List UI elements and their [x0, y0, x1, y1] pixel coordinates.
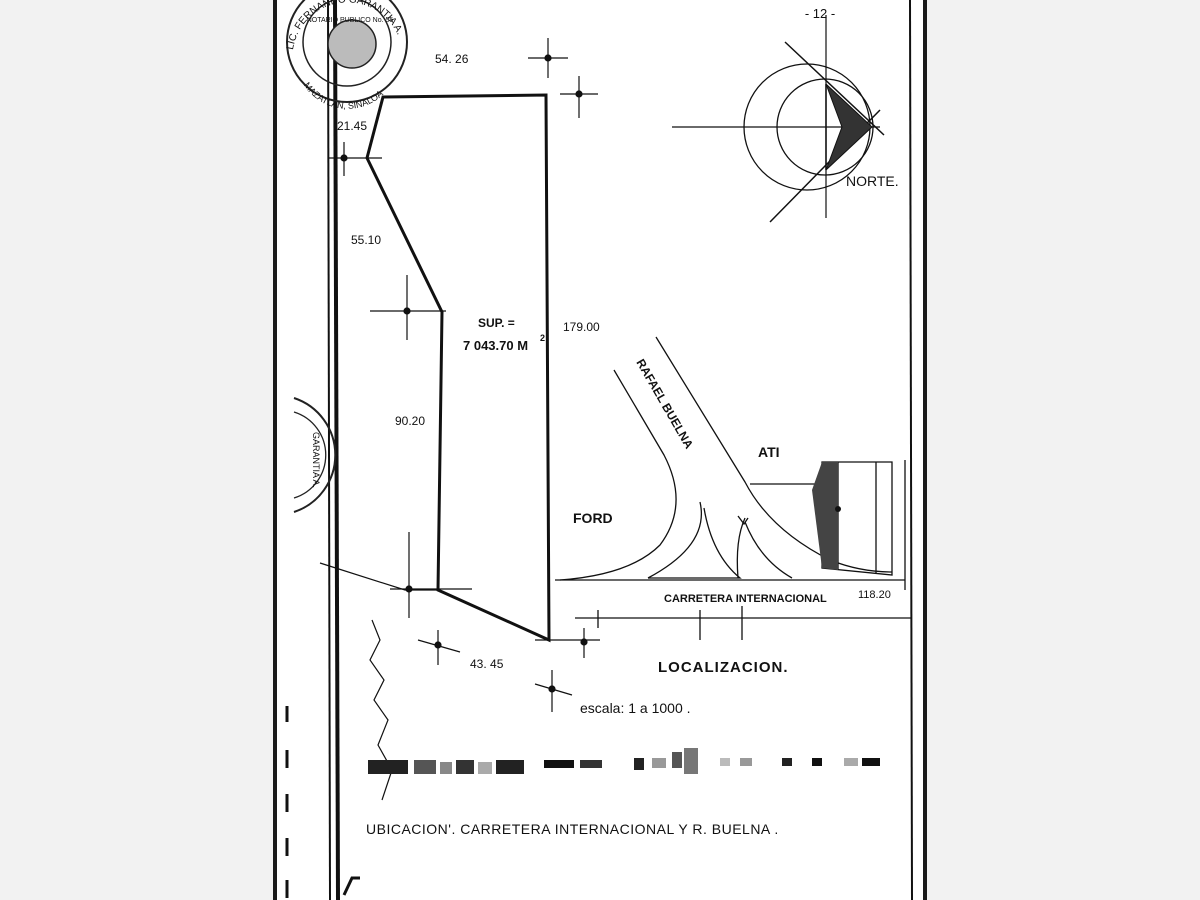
seal-notary-text: NOTARIO PUBLICO No. 55 — [307, 17, 394, 24]
north-compass-icon — [672, 15, 885, 223]
label-highway: CARRETERA INTERNACIONAL — [664, 593, 827, 605]
ati-building-hatch — [812, 462, 838, 570]
lot-boundary — [365, 93, 551, 643]
street-left-line — [319, 562, 438, 591]
measure-road-right: 118.20 — [858, 589, 891, 601]
seal-emblem-icon — [327, 19, 377, 69]
document-sheet — [273, 0, 927, 900]
seal-side-text: GARANTIA A. — [311, 432, 321, 488]
ati-marker — [835, 506, 841, 512]
drawing-scale: escala: 1 a 1000 . — [580, 700, 691, 716]
seal-bottom-text: MAZATLAN, SINALOA — [302, 80, 385, 111]
compass-label: NORTE. — [846, 173, 899, 189]
border-line-inner — [333, 0, 340, 900]
label-ati: ATI — [758, 444, 780, 460]
street-map — [555, 336, 912, 640]
notary-seal: LIC. FERNANDO GARANTIA A. NOTARIO PUBLIC… — [285, 0, 408, 111]
measure-left-diagonal: 55.10 — [351, 233, 381, 247]
border-line-right — [909, 0, 913, 900]
lot-right-edge — [545, 94, 550, 641]
measure-upper-left: 21.45 — [337, 119, 367, 133]
drawing-title: LOCALIZACION. — [658, 659, 789, 676]
area-unit-exponent: 2 — [540, 333, 545, 343]
survey-markers — [328, 38, 600, 712]
notary-seal-partial: GARANTIA A. — [293, 397, 337, 513]
border-line-outer — [327, 0, 331, 900]
location-text: UBICACION'. CARRETERA INTERNACIONAL Y R.… — [366, 821, 779, 837]
street-label-rafael-buelna: RAFAEL BUELNA — [633, 357, 696, 452]
measure-top: 54. 26 — [435, 52, 469, 66]
redacted-text-strip — [368, 748, 880, 774]
label-ford: FORD — [573, 510, 613, 526]
area-label: SUP. = — [478, 316, 515, 330]
corner-mark — [342, 876, 360, 896]
measure-left-lower: 90.20 — [395, 414, 425, 428]
area-value: 7 043.70 M — [463, 338, 528, 353]
measure-right: 179.00 — [563, 320, 600, 334]
page-number: - 12 - — [805, 6, 835, 21]
measure-bottom: 43. 45 — [470, 657, 504, 671]
svg-text:MAZATLAN, SINALOA: MAZATLAN, SINALOA — [302, 80, 385, 111]
